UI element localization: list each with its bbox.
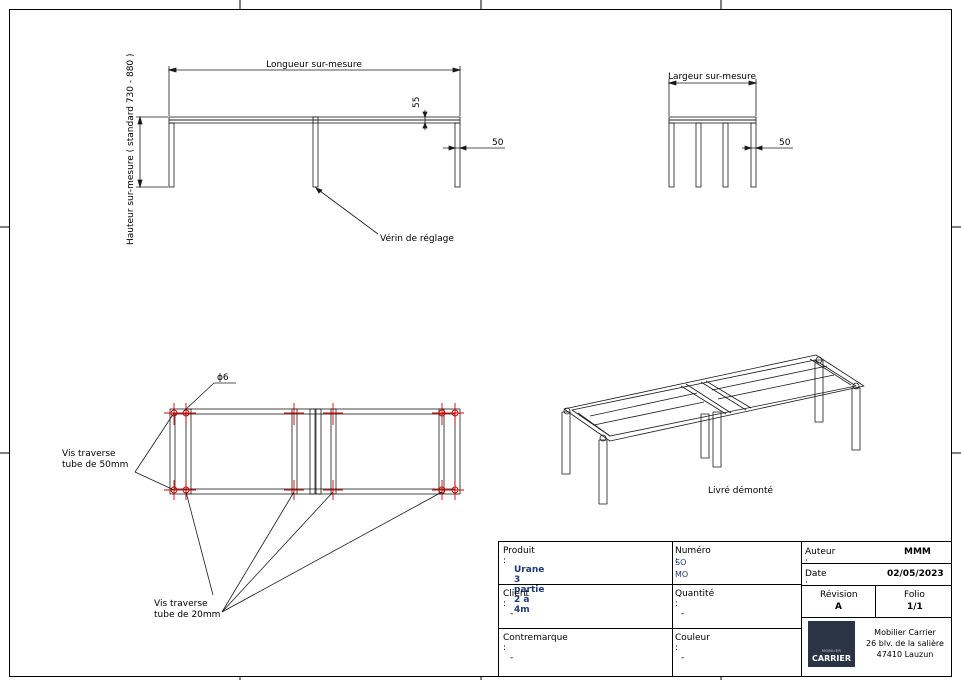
- title-block-grid: [498, 541, 952, 677]
- length-label: Longueur sur-mesure: [266, 60, 362, 70]
- screw-20-label-line2: tube de 20mm: [154, 610, 220, 620]
- isometric-view: [561, 354, 865, 505]
- couleur-value: -: [681, 653, 685, 663]
- revision-value: A: [835, 602, 842, 612]
- quantite-label: Quantité :: [675, 589, 715, 609]
- auteur-value: MMM: [904, 547, 931, 557]
- produit-label: Produit :: [503, 546, 535, 566]
- front-view: [136, 66, 505, 235]
- company-address: 26 blv. de la salière: [866, 639, 944, 648]
- screw-markers: [164, 403, 464, 500]
- produit-value: Urane 3 partie 2 à 4m: [514, 565, 545, 615]
- side-dim-50: 50: [779, 138, 791, 148]
- numero-mo: MO: [675, 570, 689, 579]
- jack-label: Vérin de réglage: [380, 233, 454, 244]
- front-dim-50: 50: [492, 138, 504, 148]
- contremarque-value: -: [510, 653, 514, 663]
- side-view: [667, 79, 793, 188]
- logo-small-text: MOBILIER: [821, 649, 842, 653]
- numero-label: Numéro :: [675, 546, 711, 566]
- screw-50-label-line1: Vis traverse: [62, 449, 116, 459]
- top-view: [169, 408, 461, 495]
- company-name: Mobilier Carrier: [874, 628, 936, 637]
- quantite-value: -: [681, 609, 685, 619]
- diameter-label: ϕ6: [217, 373, 229, 383]
- revision-label: Révision: [820, 590, 858, 600]
- screw-20-label-line1: Vis traverse: [154, 599, 208, 609]
- client-label: Client :: [503, 589, 530, 609]
- auteur-label: Auteur :: [805, 547, 836, 567]
- width-label: Largeur sur-mesure: [668, 72, 757, 82]
- height-label: Hauteur sur-mesure ( standard 730 - 880 …: [126, 53, 136, 245]
- company-city: 47410 Lauzun: [876, 650, 934, 659]
- logo-big-text: CARRIER: [812, 654, 851, 663]
- couleur-label: Couleur :: [675, 633, 710, 653]
- company-address-block: Mobilier Carrier 26 blv. de la salière 4…: [860, 627, 950, 660]
- company-logo: MOBILIER CARRIER: [808, 621, 855, 667]
- front-dim-55: 55: [412, 97, 422, 108]
- top-view-leaders: [134, 382, 443, 613]
- folio-value: 1/1: [907, 602, 923, 612]
- date-value: 02/05/2023: [887, 569, 944, 579]
- iso-caption: Livré démonté: [708, 485, 773, 496]
- contremarque-label: Contremarque :: [503, 633, 568, 653]
- date-label: Date :: [805, 569, 827, 589]
- numero-so: SO: [675, 558, 687, 567]
- screw-50-label-line2: tube de 50mm: [62, 460, 128, 470]
- folio-label: Folio: [904, 590, 925, 600]
- client-value: -: [510, 609, 514, 619]
